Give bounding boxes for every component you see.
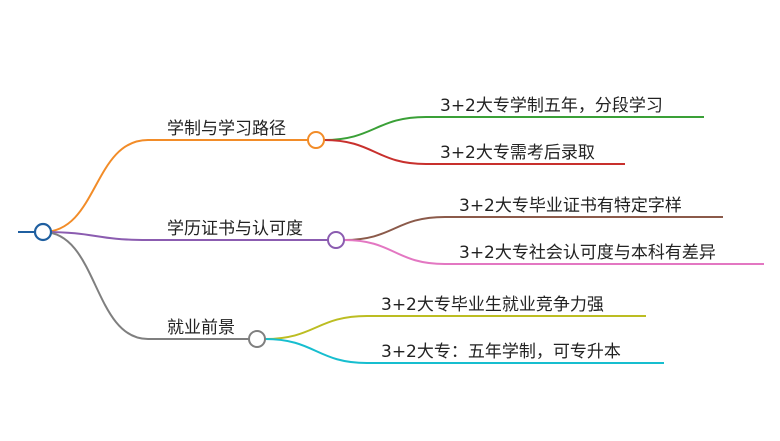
leaf-connector-1-1 — [343, 239, 764, 265]
edge-layer — [18, 116, 764, 364]
leaf-label: 3+2大专需考后录取 — [440, 143, 595, 163]
leaf-connector-1-0 — [343, 216, 723, 241]
leaf-label: 3+2大专毕业证书有特定字样 — [459, 196, 682, 216]
branch-connector-2 — [42, 231, 149, 340]
branch-label: 学制与学习路径 — [167, 119, 286, 139]
leaf-connector-0-0 — [323, 116, 704, 141]
branch-connector-0 — [42, 139, 149, 233]
leaf-connector-0-1 — [323, 139, 625, 165]
leaf-connector-2-1 — [264, 338, 664, 364]
branch-node-circle — [248, 330, 266, 348]
leaf-label: 3+2大专社会认可度与本科有差异 — [459, 243, 716, 263]
root-node-circle — [33, 222, 53, 242]
branch-label: 就业前景 — [167, 318, 235, 338]
branch-connector-1 — [42, 231, 149, 241]
branch-node-circle — [327, 231, 345, 249]
leaf-connector-2-0 — [264, 315, 646, 340]
branch-label: 学历证书与认可度 — [167, 219, 303, 239]
leaf-label: 3+2大专毕业生就业竞争力强 — [381, 295, 604, 315]
leaf-label: 3+2大专：五年学制，可专升本 — [381, 342, 621, 362]
branch-node-circle — [307, 131, 325, 149]
leaf-label: 3+2大专学制五年，分段学习 — [440, 96, 663, 116]
